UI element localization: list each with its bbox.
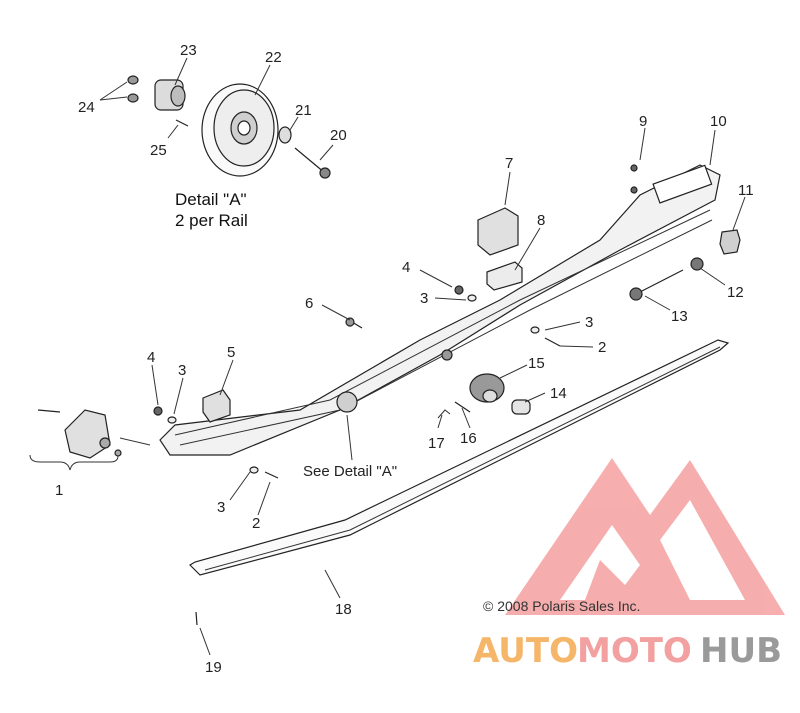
callout-18: 18 [335, 601, 352, 618]
watermark-hub: HUB [700, 631, 782, 671]
block-7 [477, 207, 519, 256]
see-detail-label: See Detail "A" [303, 463, 397, 480]
pin-16-17 [437, 401, 471, 419]
callout-12: 12 [727, 284, 744, 301]
watermark-moto: MOTO [577, 631, 692, 671]
callout-20: 20 [330, 127, 347, 144]
callout-16: 16 [460, 430, 477, 447]
callout-6: 6 [305, 295, 313, 312]
callout-15: 15 [528, 355, 545, 372]
callout-21: 21 [295, 102, 312, 119]
callout-numbers: 23 22 24 25 21 20 7 8 9 10 11 12 13 4 3 … [55, 42, 754, 676]
wheel-15 [469, 373, 505, 403]
callout-24: 24 [78, 99, 95, 116]
bushing-23 [154, 79, 186, 111]
bracket-11 [719, 229, 741, 255]
bolt-6 [345, 317, 363, 329]
slide-rail [159, 164, 721, 456]
callout-5: 5 [227, 344, 235, 361]
watermark-logo [505, 458, 785, 615]
watermark-text: AUTO MOTO HUB [473, 631, 782, 671]
callout-23: 23 [180, 42, 197, 59]
callout-8: 8 [537, 212, 545, 229]
callout-4-left: 4 [147, 349, 155, 366]
callout-17: 17 [428, 435, 445, 452]
callout-14: 14 [550, 385, 567, 402]
callout-11: 11 [738, 182, 754, 199]
copyright-text: © 2008 Polaris Sales Inc. [483, 598, 640, 614]
callout-3-upper: 3 [420, 290, 428, 307]
callout-25: 25 [150, 142, 167, 159]
slide-18 [189, 339, 730, 576]
callout-9: 9 [639, 113, 647, 130]
callout-2-right: 2 [598, 339, 606, 356]
detail-caption-line2: 2 per Rail [175, 211, 248, 230]
callout-3-left: 3 [178, 362, 186, 379]
wheel-detail-a [127, 75, 331, 179]
washers-24 [127, 75, 139, 103]
bolt-13 [629, 257, 704, 301]
roller-8 [486, 261, 523, 291]
leader-lines [99, 57, 746, 656]
callout-13: 13 [671, 308, 688, 325]
callout-22: 22 [265, 49, 282, 66]
front-bracket-1 [29, 409, 122, 471]
callout-4-upper: 4 [402, 259, 410, 276]
callout-3-right: 3 [585, 314, 593, 331]
callout-19: 19 [205, 659, 222, 676]
watermark-auto: AUTO [473, 631, 578, 671]
callout-3-bottom: 3 [217, 499, 225, 516]
callout-10: 10 [710, 113, 727, 130]
fasteners [153, 164, 638, 626]
spacer-14 [511, 399, 531, 415]
callout-7: 7 [505, 155, 513, 172]
block-5 [202, 389, 231, 423]
callout-1: 1 [55, 482, 63, 499]
detail-caption-line1: Detail "A" [175, 190, 247, 209]
callout-2-bottom: 2 [252, 515, 260, 532]
